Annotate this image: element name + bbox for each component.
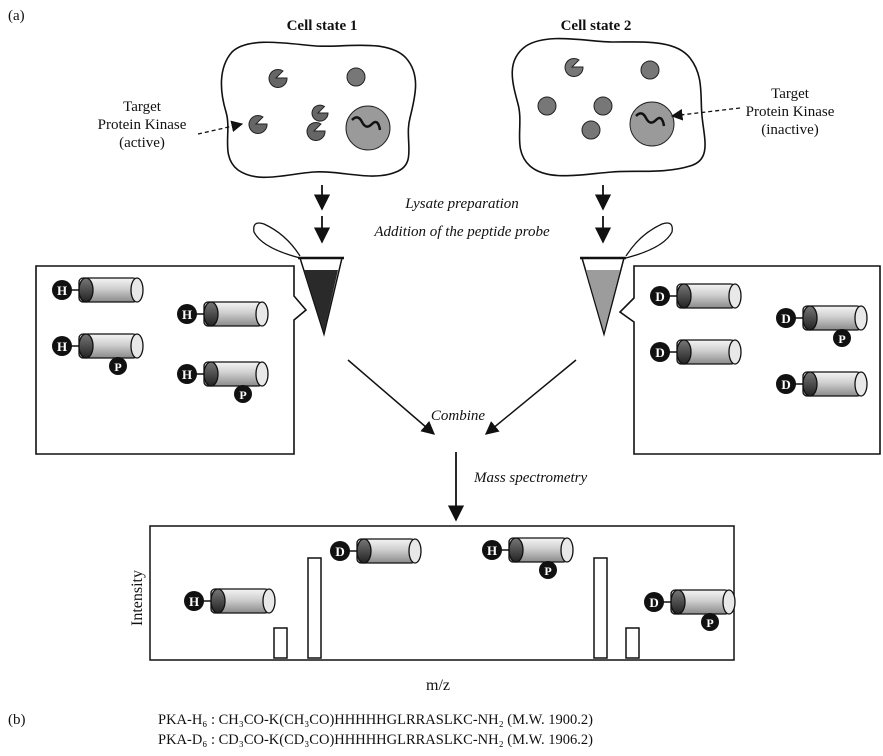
combine-arrow-left (348, 360, 434, 434)
svg-text:D: D (655, 345, 664, 360)
target-label-1-line3: (active) (119, 135, 165, 151)
protein-icon (594, 97, 612, 115)
combine-arrow-right (486, 360, 576, 434)
probe-heavy-phospho: D (776, 372, 867, 396)
probe-heavy: D (650, 284, 741, 308)
probe-pka-h6: PKA-H₆ : CH₃CO-K(CH₃CO)HHHHHGLRRASLKC-NH… (158, 712, 593, 728)
svg-text:P: P (838, 332, 845, 346)
probe-light: H (52, 278, 143, 302)
svg-text:P: P (239, 388, 246, 402)
nucleus-icon (630, 102, 674, 146)
target-label-2-line2: Protein Kinase (746, 104, 835, 120)
mass-spec-label: Mass spectrometry (473, 470, 588, 486)
svg-text:H: H (57, 283, 67, 298)
svg-text:H: H (189, 594, 199, 609)
svg-text:D: D (655, 289, 664, 304)
probe-box-light (36, 266, 306, 454)
cell-state-2-title: Cell state 2 (561, 18, 632, 34)
peak-light (274, 628, 287, 658)
svg-text:D: D (649, 595, 658, 610)
probe-pka-d6: PKA-D₆ : CD₃CO-K(CD₃CO)HHHHHGLRRASLKC-NH… (158, 732, 593, 748)
svg-text:H: H (487, 543, 497, 558)
protein-icon (582, 121, 600, 139)
panel-b-label: (b) (8, 712, 26, 728)
target-label-2-line1: Target (771, 86, 810, 102)
probe-heavy: D (650, 340, 741, 364)
peak-label-heavy: D (330, 539, 421, 563)
target-label-2-line3: (inactive) (761, 122, 818, 138)
svg-text:P: P (706, 616, 713, 630)
svg-text:H: H (182, 307, 192, 322)
protein-icon (538, 97, 556, 115)
peak-light-phospho (594, 558, 607, 658)
target-label-1-line2: Protein Kinase (98, 117, 187, 133)
spectrum-y-label: Intensity (129, 570, 146, 626)
svg-text:H: H (57, 339, 67, 354)
peak-heavy-phospho (626, 628, 639, 658)
spectrum-x-label: m/z (426, 677, 450, 694)
combine-label: Combine (431, 408, 486, 424)
peak-heavy (308, 558, 321, 658)
svg-text:H: H (182, 367, 192, 382)
probe-light: H (177, 302, 268, 326)
svg-text:D: D (781, 377, 790, 392)
svg-text:P: P (114, 360, 121, 374)
panel-a-label: (a) (8, 8, 25, 24)
protein-icon (641, 61, 659, 79)
peak-label-light: H (184, 589, 275, 613)
svg-text:P: P (544, 564, 551, 578)
nucleus-icon (346, 106, 390, 150)
svg-text:D: D (781, 311, 790, 326)
svg-text:D: D (335, 544, 344, 559)
step-addition-label: Addition of the peptide probe (373, 224, 550, 240)
target-label-1-line1: Target (123, 99, 162, 115)
step-lysate-label: Lysate preparation (404, 196, 519, 212)
protein-icon (347, 68, 365, 86)
cell-state-1-title: Cell state 1 (287, 18, 358, 34)
